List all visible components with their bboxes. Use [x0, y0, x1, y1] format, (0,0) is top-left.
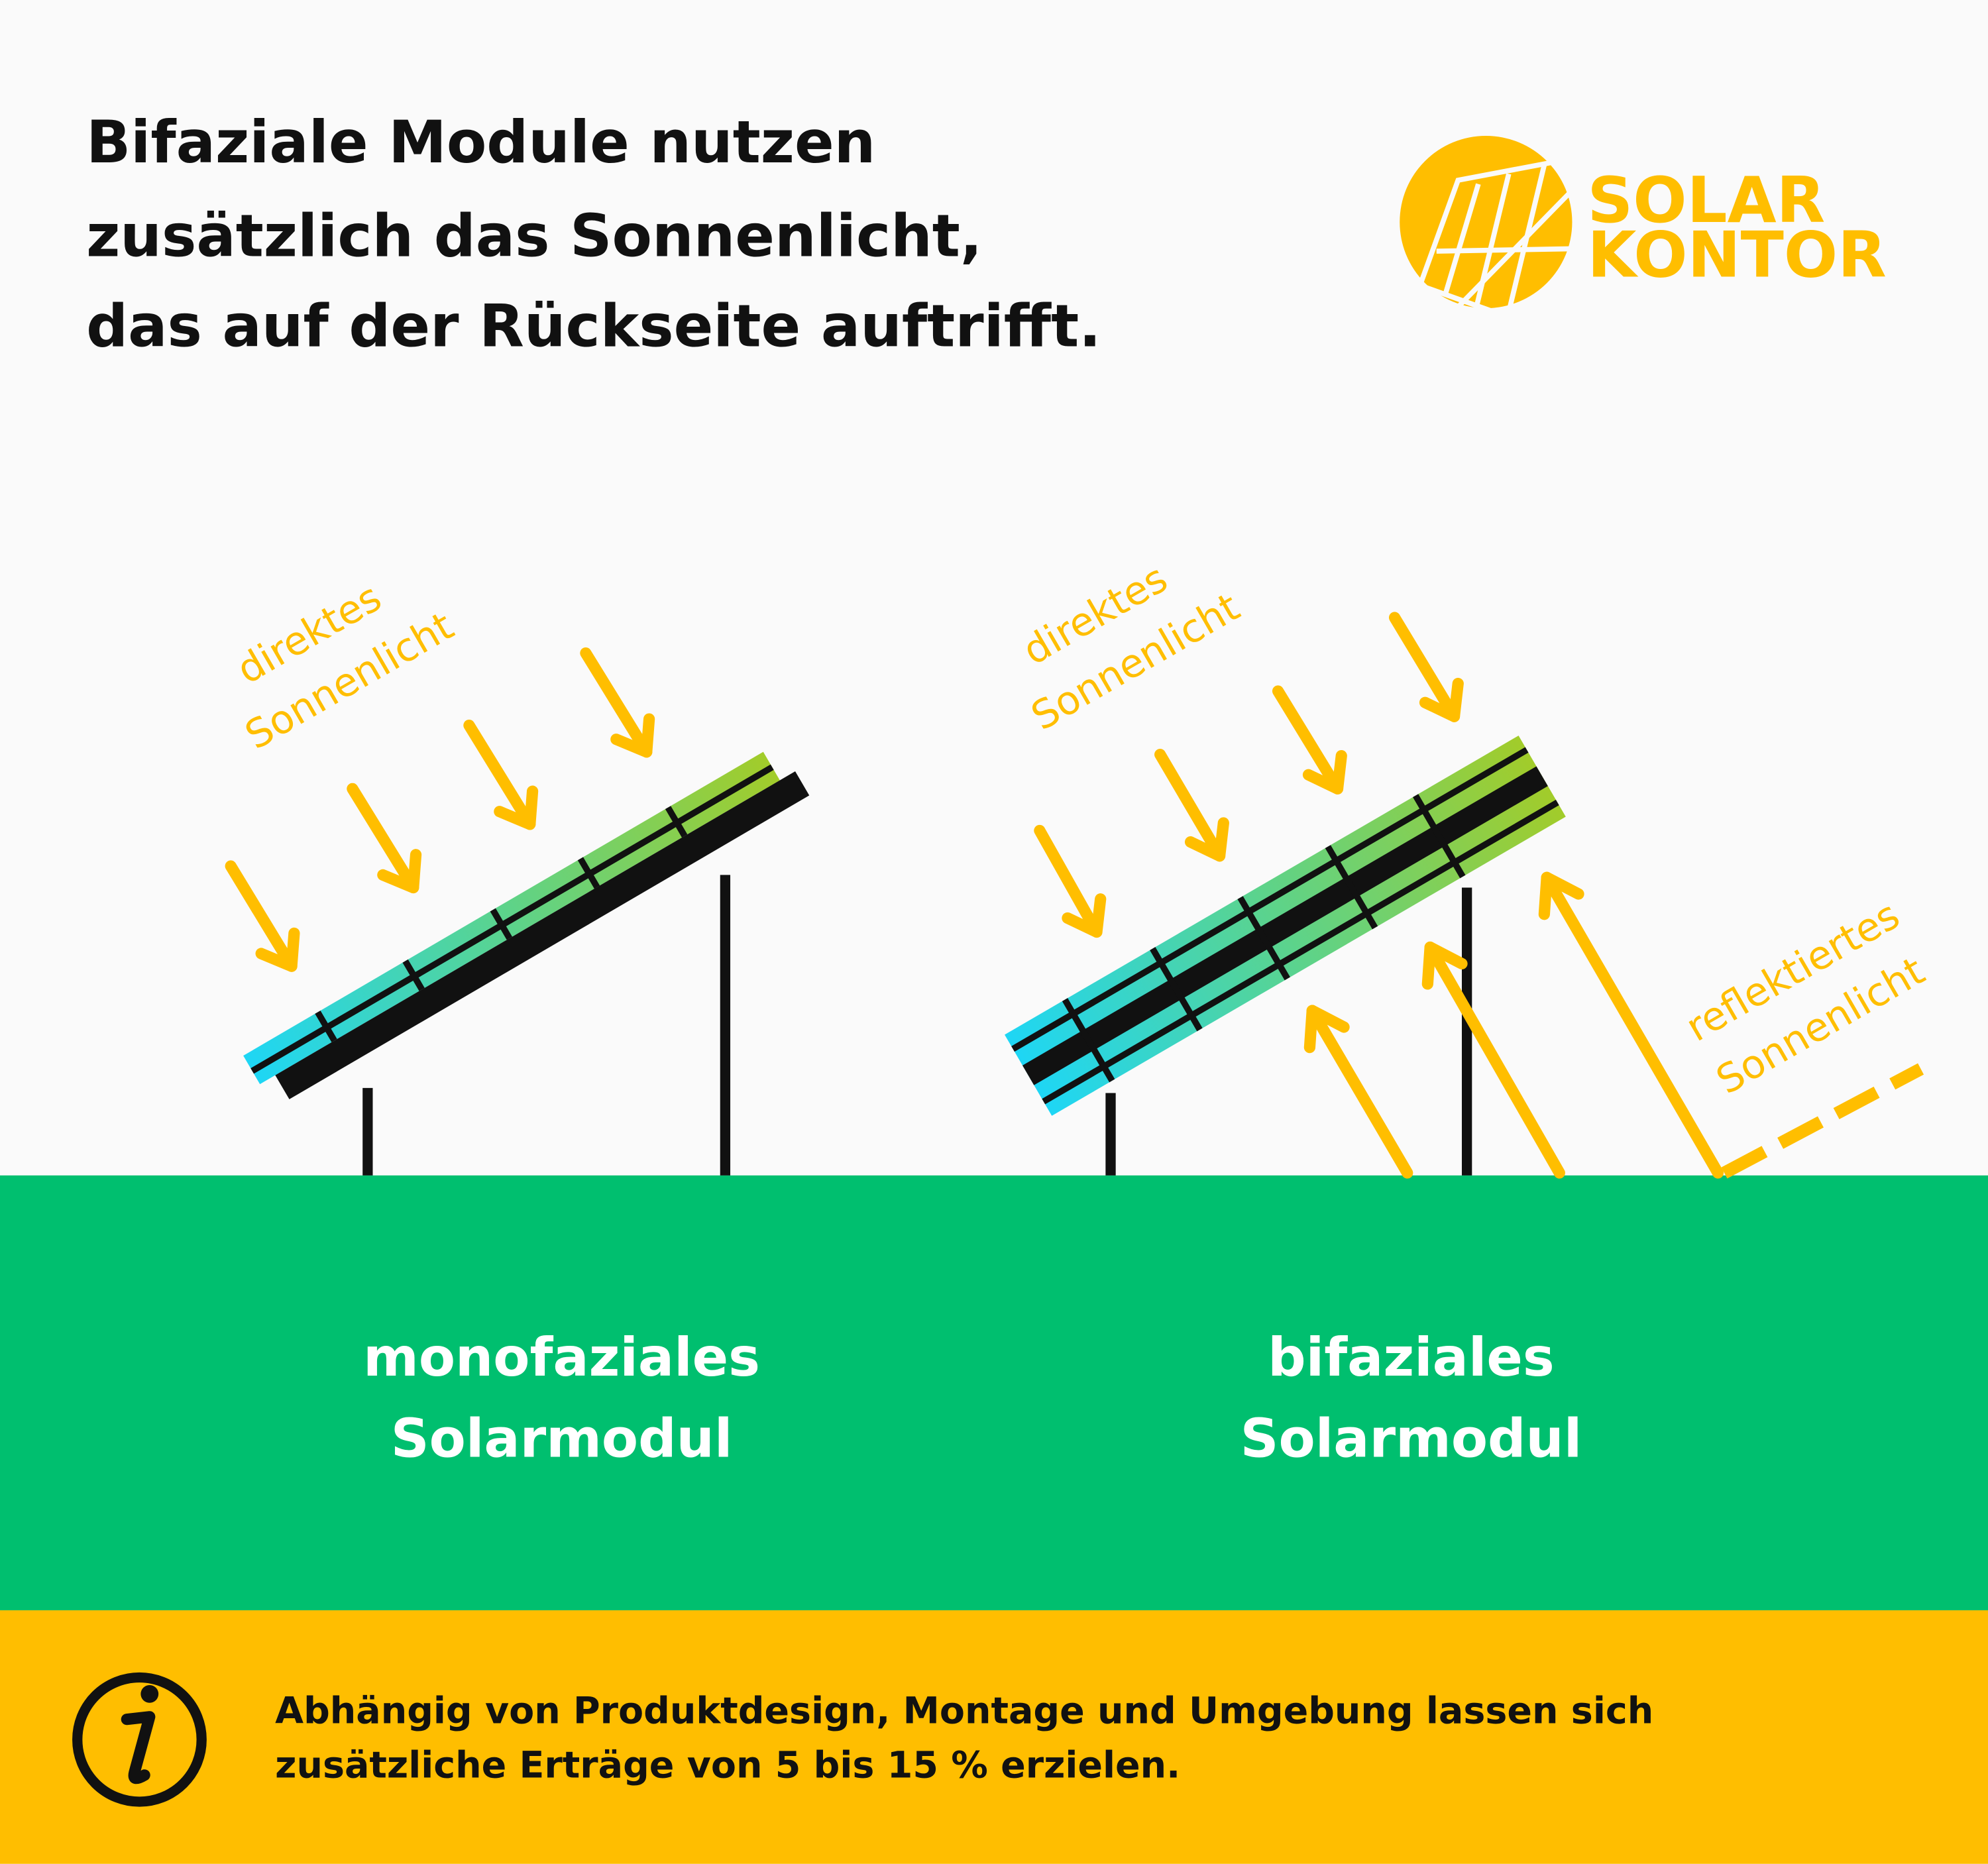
bifacial-module: direktes Sonnenlicht reflektiertes Sonne…	[1005, 555, 1932, 1179]
title-line-3: das auf der Rückseite auftrifft.	[86, 292, 1101, 360]
solar-panel-icon	[1005, 736, 1566, 1116]
title-line-2: zusätzlich das Sonnenlicht,	[86, 202, 982, 270]
logo-text-solar: SOLAR	[1587, 163, 1825, 237]
svg-text:monofaziales: monofaziales	[363, 1326, 760, 1388]
arrow-up-icon	[1303, 1005, 1413, 1179]
arrow-down-icon	[347, 783, 422, 894]
logo-sun-icon	[1400, 135, 1573, 309]
arrow-down-icon	[1034, 824, 1107, 938]
arrow-down-icon	[463, 720, 539, 830]
reflected-sunlight-arrows	[1303, 871, 1724, 1179]
logo-panel-icon	[1417, 156, 1579, 320]
info-band	[0, 1610, 1988, 1864]
monofacial-label: monofaziales Solarmodul	[363, 1326, 760, 1469]
arrow-down-icon	[1388, 612, 1464, 722]
title-line-1: Bifaziale Module nutzen	[86, 108, 875, 176]
svg-text:bifaziales: bifaziales	[1268, 1326, 1555, 1388]
direct-sunlight-arrows	[1034, 612, 1464, 938]
info-icon	[72, 1672, 207, 1807]
arrow-down-icon	[225, 860, 300, 972]
arrow-up-icon	[1538, 871, 1724, 1179]
reflection-dashed-line	[1721, 1063, 1924, 1179]
ground	[0, 1175, 1988, 1612]
arrow-up-icon	[1421, 941, 1565, 1179]
bifacial-label: bifaziales Solarmodul	[1241, 1326, 1582, 1469]
direct-sunlight-arrows	[225, 647, 655, 972]
arrow-down-icon	[580, 647, 655, 758]
logo-text-kontor: KONTOR	[1587, 217, 1886, 292]
info-text-line-1: Abhängig von Produktdesign, Montage und …	[275, 1690, 1653, 1732]
solar-panel-icon	[243, 751, 810, 1099]
info-text-line-2: zusätzliche Erträge von 5 bis 15 % erzie…	[275, 1745, 1180, 1787]
arrow-down-icon	[1272, 685, 1347, 795]
page-title: Bifaziale Module nutzen zusätzlich das S…	[86, 108, 1101, 360]
arrow-down-icon	[1154, 749, 1229, 862]
solar-kontor-logo: SOLAR KONTOR	[1400, 135, 1887, 320]
svg-text:Solarmodul: Solarmodul	[391, 1407, 733, 1470]
svg-text:Solarmodul: Solarmodul	[1241, 1407, 1582, 1470]
monofacial-module: direktes Sonnenlicht	[225, 574, 810, 1176]
